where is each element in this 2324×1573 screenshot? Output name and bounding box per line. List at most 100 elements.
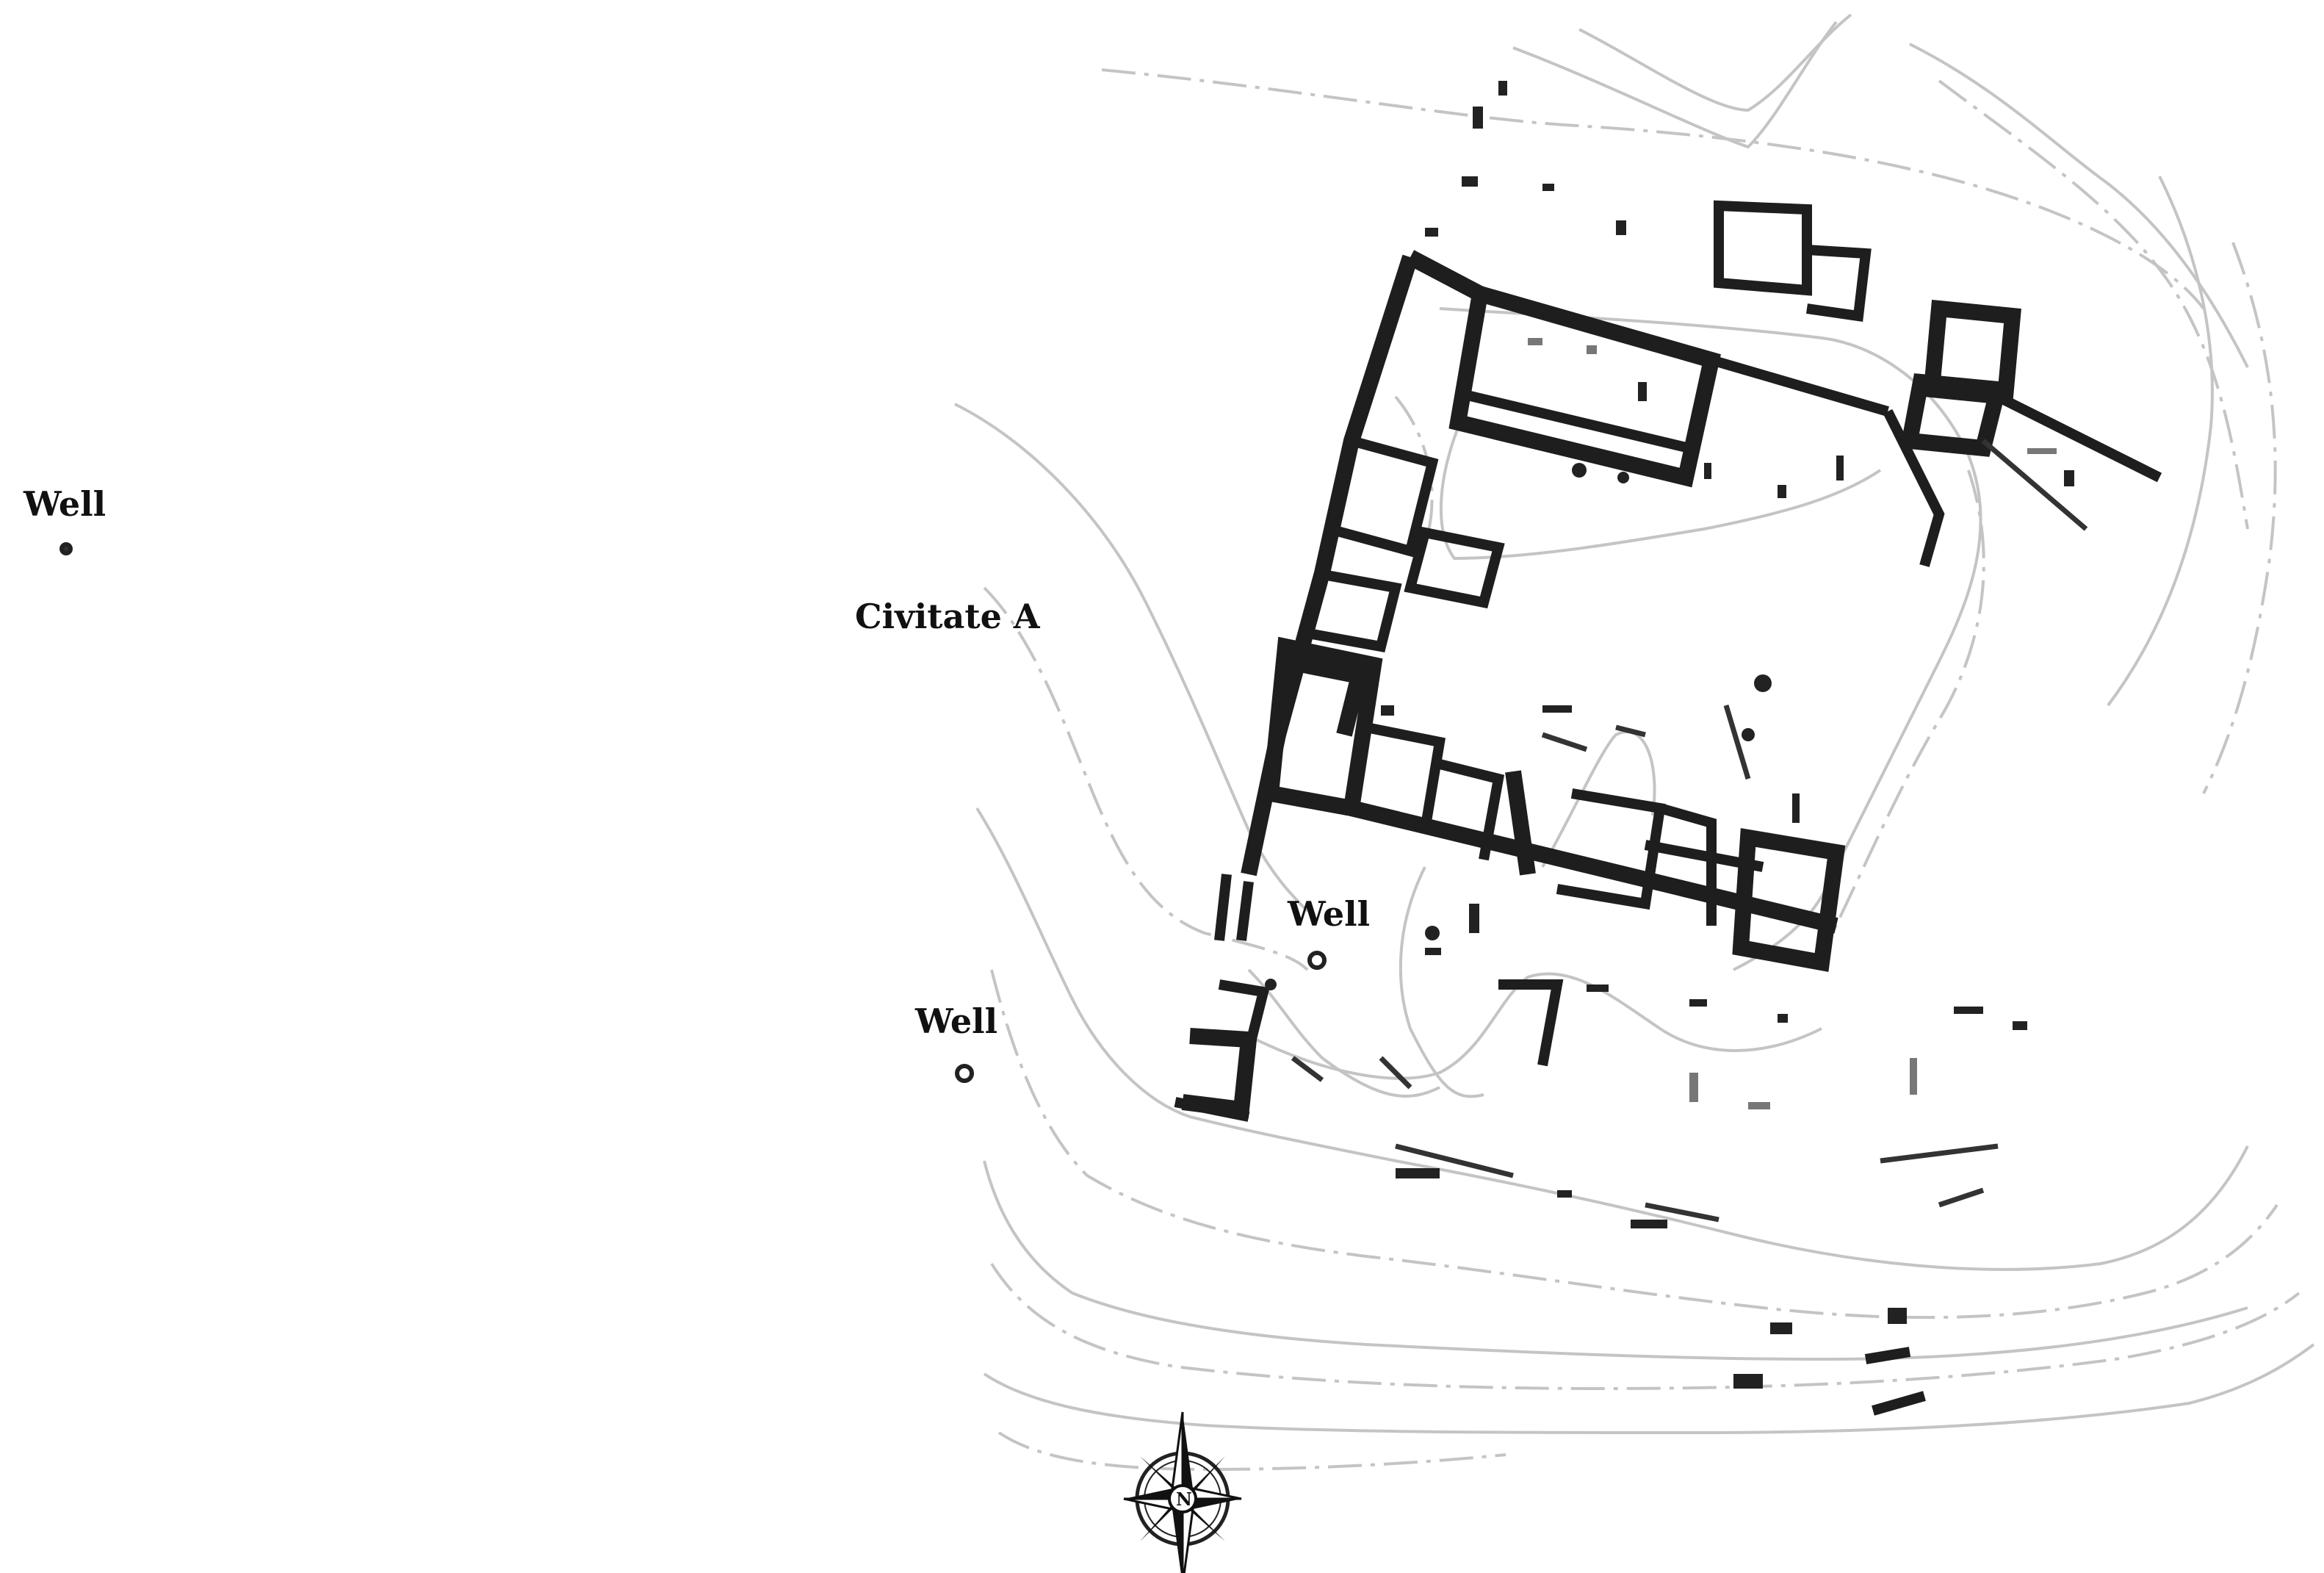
wall-segment xyxy=(1218,979,1270,1052)
contour-line xyxy=(983,1160,2248,1361)
rubble xyxy=(1498,81,1507,96)
wall-segment xyxy=(1457,388,1691,453)
rubble xyxy=(1704,463,1711,479)
wall-segment xyxy=(1299,568,1402,653)
rubble xyxy=(1733,1374,1763,1389)
rubble xyxy=(1381,705,1394,716)
well-marker-icon xyxy=(59,542,73,555)
rubble xyxy=(1689,999,1707,1007)
contour-line xyxy=(990,969,2278,1320)
contour-line xyxy=(1938,79,2249,530)
wall-segment xyxy=(1174,1097,1250,1122)
rubble xyxy=(1587,345,1597,354)
contour-line xyxy=(1820,469,1985,956)
contour-line xyxy=(1512,21,1838,149)
rubble xyxy=(1587,985,1609,992)
rubble xyxy=(1462,176,1478,187)
contour-line xyxy=(997,1431,1506,1472)
rubble xyxy=(1754,674,1772,692)
rubble xyxy=(1425,948,1441,955)
contour-line xyxy=(1247,968,1440,1098)
rubble xyxy=(1542,705,1572,713)
wall-segment xyxy=(1406,250,1484,301)
wall-segment xyxy=(1864,1347,1926,1416)
contour-line xyxy=(1101,68,2205,310)
building-remains xyxy=(1174,200,2162,1416)
wall-segment xyxy=(1714,200,1812,296)
rubble xyxy=(1836,456,1844,480)
wall-segment xyxy=(1806,245,1872,322)
rubble xyxy=(1631,1220,1667,1228)
wall-segment xyxy=(1214,874,1254,941)
wall-segment xyxy=(1732,828,1846,972)
rubble xyxy=(1473,107,1483,129)
contour-line xyxy=(983,586,1309,971)
label-well-west: Well xyxy=(23,484,106,524)
wall-segment xyxy=(1438,759,1505,861)
rubble xyxy=(1265,979,1277,990)
rubble xyxy=(1425,926,1440,940)
wall-segment xyxy=(1365,722,1446,832)
rubble xyxy=(1617,472,1629,483)
rubble xyxy=(1425,228,1438,237)
well-marker-icon xyxy=(1307,951,1327,970)
label-well-center: Well xyxy=(1287,894,1370,934)
rubble xyxy=(1557,1190,1572,1198)
contour-line xyxy=(1578,13,1852,112)
wall-segment xyxy=(1541,704,1751,780)
rubble-scatter xyxy=(1265,81,2074,1389)
wall-segment xyxy=(1181,1028,1258,1119)
wall-segment xyxy=(1448,284,1721,488)
rubble xyxy=(1770,1322,1792,1334)
rubble xyxy=(1542,184,1554,191)
rubble xyxy=(1910,1058,1917,1095)
wall-segment xyxy=(1498,979,1564,1067)
wall-segment xyxy=(1644,840,1764,872)
wall-segment xyxy=(1328,436,1439,558)
wall-segment xyxy=(1283,653,1369,737)
wall-segment xyxy=(1995,392,2162,483)
rubble xyxy=(1954,1007,1983,1014)
wall-segment xyxy=(1981,439,2088,531)
contour-line xyxy=(2202,242,2277,794)
wall-segment xyxy=(1404,526,1505,609)
wall-segment xyxy=(1349,800,1838,934)
rubble xyxy=(1778,485,1786,498)
rubble xyxy=(1638,382,1647,401)
compass-letter: N xyxy=(1176,1489,1192,1510)
rubble xyxy=(1748,1102,1770,1109)
wall-segment xyxy=(1710,355,1889,417)
contour-line xyxy=(983,1343,2315,1435)
contour-line xyxy=(1399,866,1484,1098)
wall-segment xyxy=(1899,373,2008,457)
rubble xyxy=(2064,470,2074,486)
well-marker-icon xyxy=(955,1064,974,1083)
wall-segment xyxy=(1556,788,1666,910)
contour-lines xyxy=(954,13,2315,1472)
rubble xyxy=(1888,1308,1907,1324)
contour-line xyxy=(1909,43,2249,368)
rubble xyxy=(1528,338,1542,345)
rubble xyxy=(1778,1014,1788,1023)
wall-segment xyxy=(1505,770,1536,876)
contour-line xyxy=(990,1262,2300,1391)
label-civitate: Civitate A xyxy=(855,597,1041,636)
wall-segment xyxy=(1291,1056,1514,1178)
rubble xyxy=(1469,904,1479,933)
contour-line xyxy=(2107,176,2214,707)
rubble xyxy=(1742,728,1755,741)
rubble xyxy=(1572,463,1587,478)
wall-segment xyxy=(1645,1143,1999,1223)
contour-line xyxy=(1248,972,1822,1080)
label-well-southwest: Well xyxy=(914,1001,997,1041)
contour-line xyxy=(975,807,2249,1271)
rubble xyxy=(2027,448,2057,454)
rubble xyxy=(1616,220,1626,235)
contour-line xyxy=(1439,418,1882,561)
contour-line xyxy=(1541,730,1656,868)
wall-segment xyxy=(1883,408,1945,567)
rubble xyxy=(1396,1168,1440,1178)
rubble xyxy=(1689,1073,1698,1102)
rubble xyxy=(2013,1021,2027,1030)
